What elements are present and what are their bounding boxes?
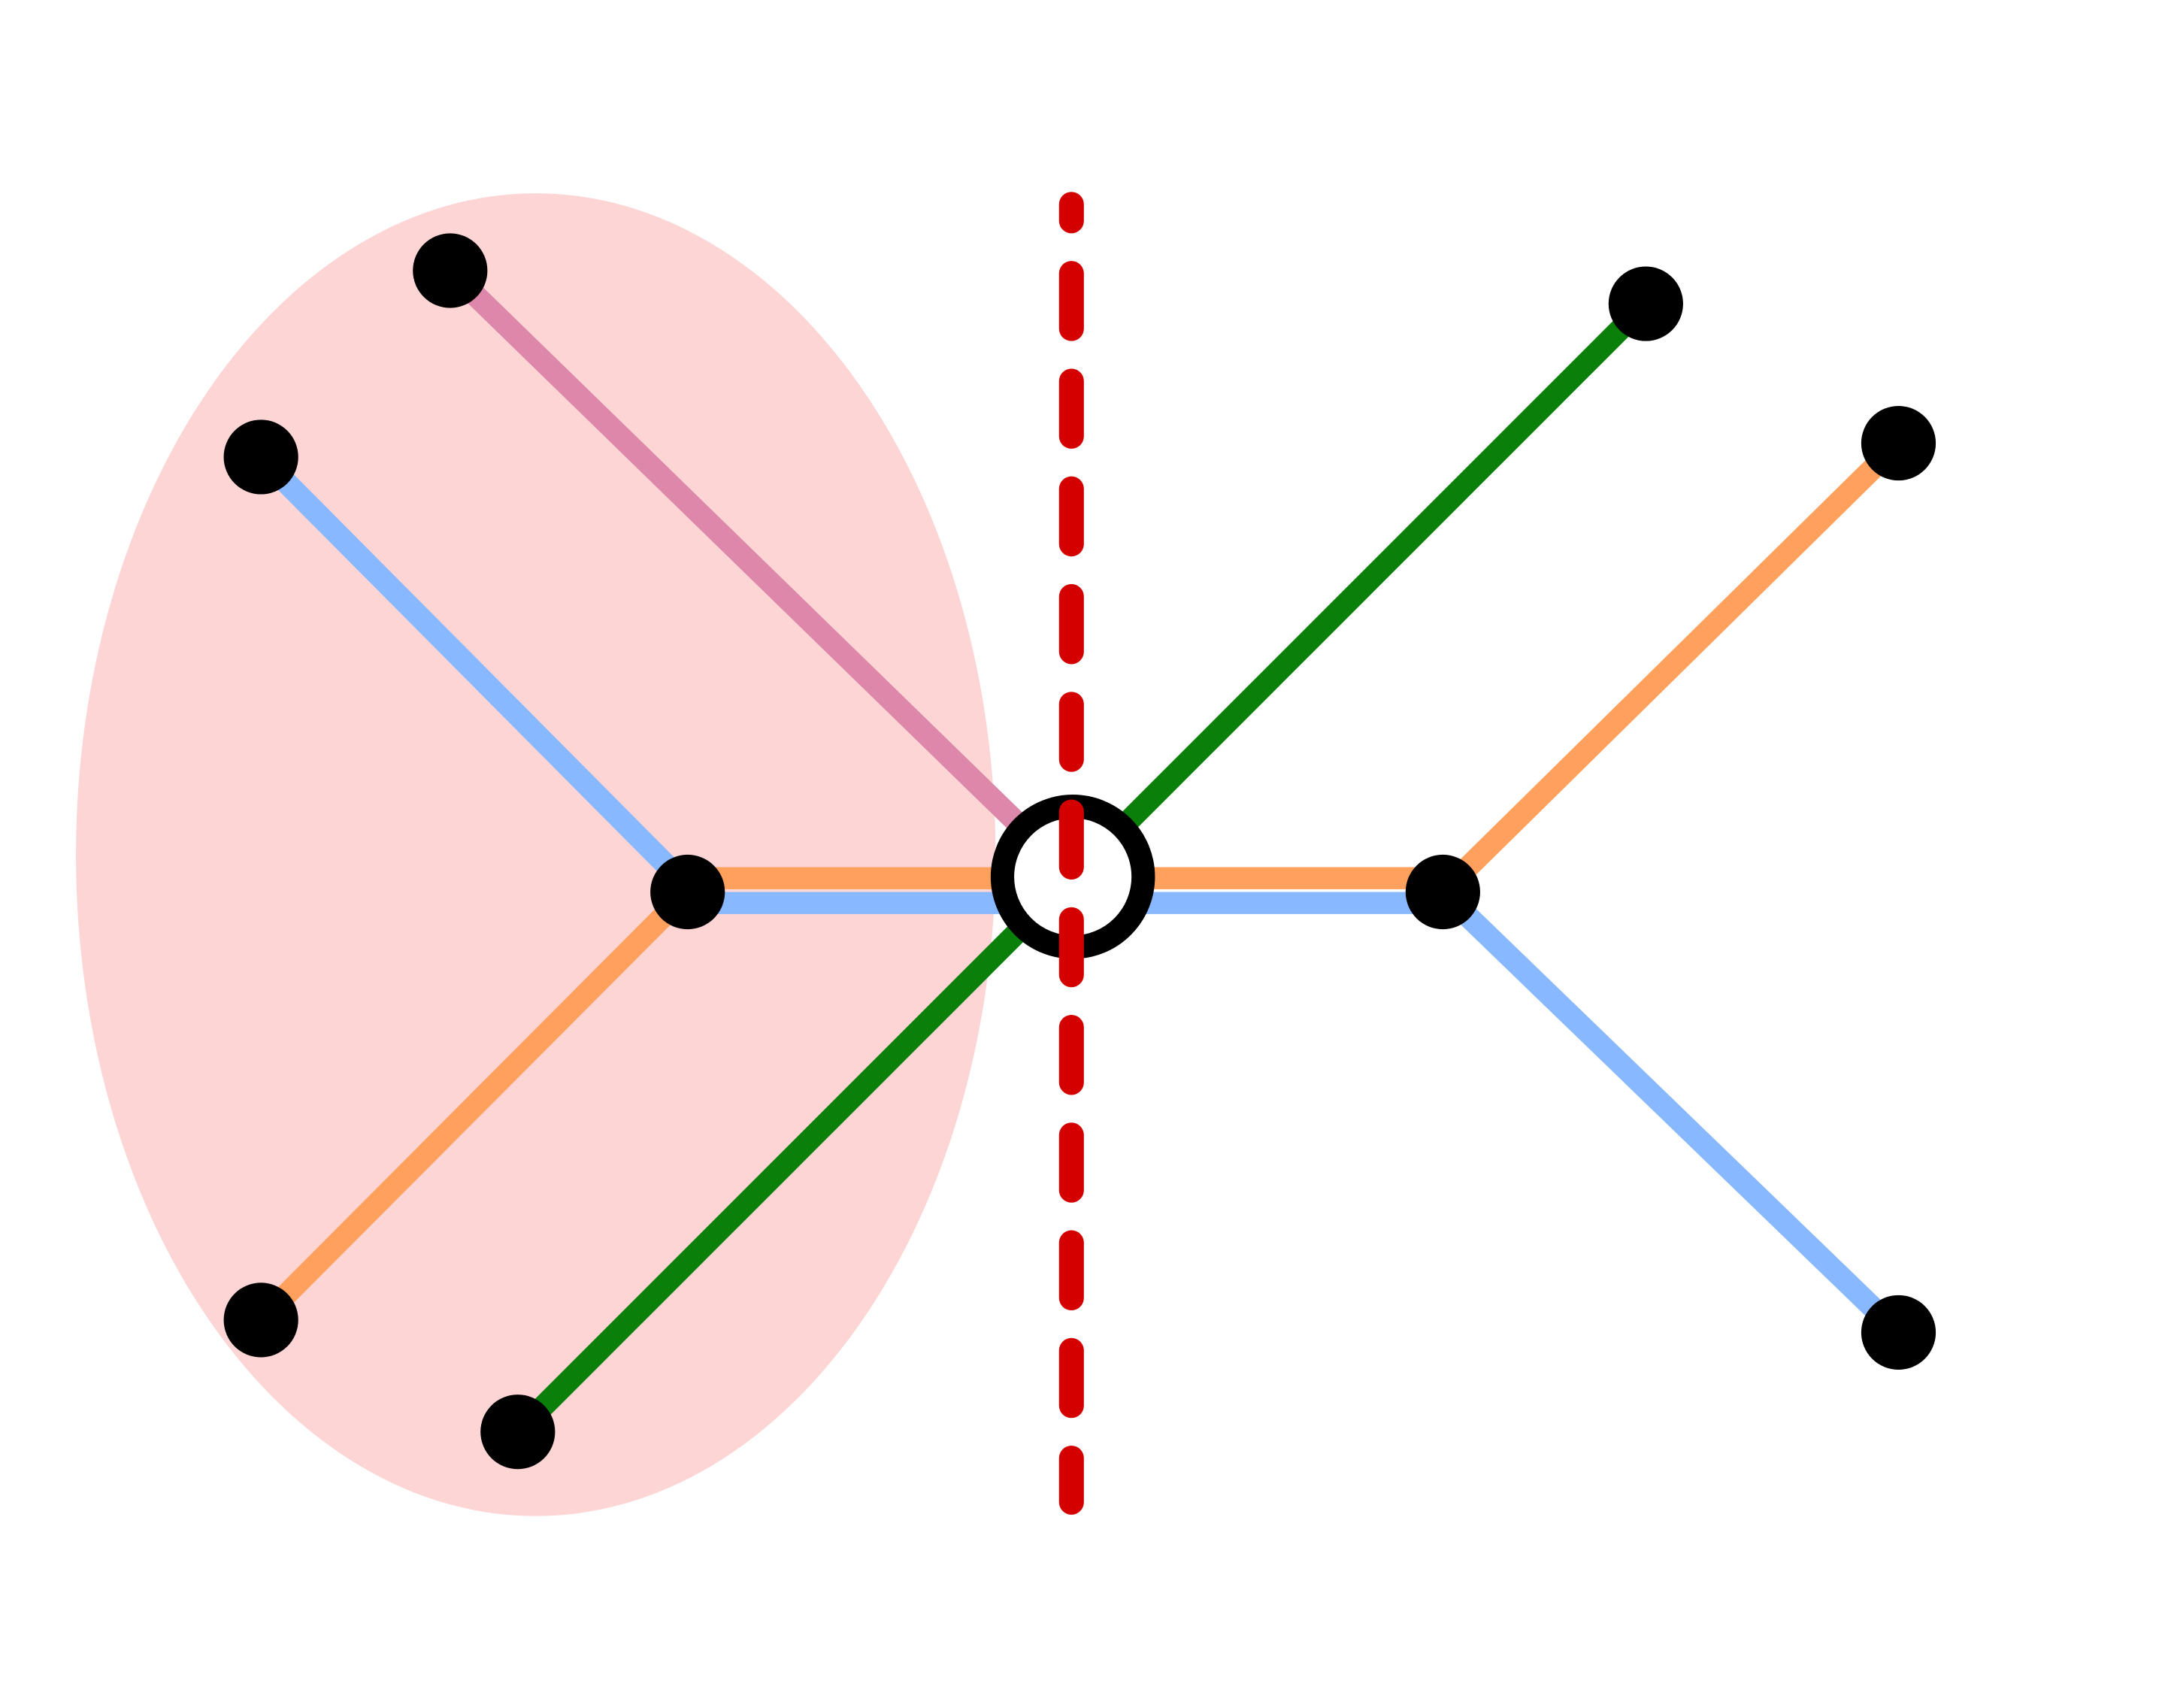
edge-blue-lower-right	[1435, 883, 1906, 1340]
node	[223, 1283, 298, 1358]
edge-orange-lower-left	[253, 884, 696, 1328]
edge-blue-upper-left	[253, 449, 696, 895]
node	[480, 1395, 556, 1470]
edge-pink	[442, 262, 1037, 842]
highlighted-region	[76, 193, 996, 1516]
node	[1861, 1295, 1936, 1370]
node	[413, 233, 488, 308]
node	[1861, 405, 1936, 481]
edge-orange-upper-right	[1435, 435, 1906, 900]
node	[650, 854, 725, 930]
node	[1405, 854, 1480, 930]
node	[1608, 266, 1683, 341]
node	[223, 419, 298, 495]
